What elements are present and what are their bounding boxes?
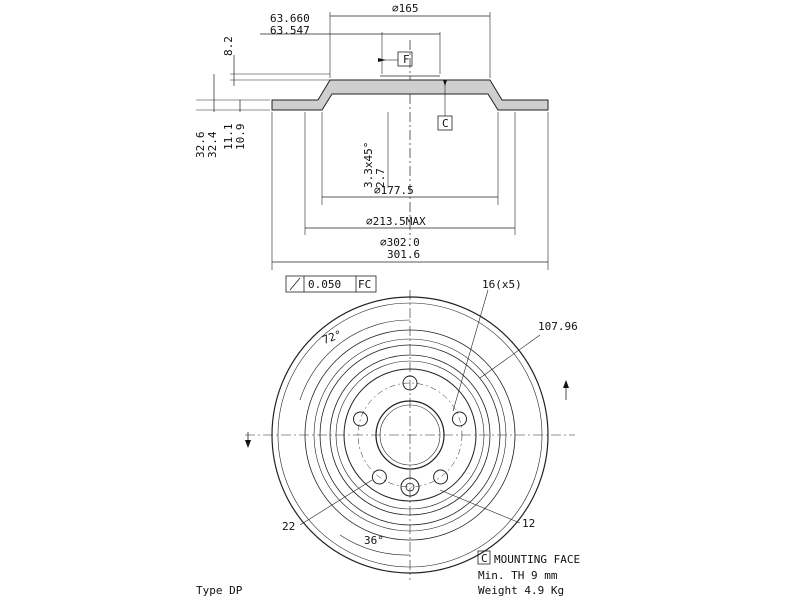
callout-12: 12 <box>522 517 535 530</box>
type-label: Type DP <box>196 584 243 597</box>
datum-c-label: C <box>442 117 449 130</box>
outer-dia-upper: ⌀302.0 <box>380 236 420 249</box>
section-view <box>196 12 549 293</box>
hub-bore-lower: 63.547 <box>270 24 310 37</box>
weight-note: Weight 4.9 Kg <box>478 584 564 597</box>
total-height-lower: 32.4 <box>206 131 219 158</box>
disc-thickness-upper: 11.1 <box>222 124 235 151</box>
total-height-upper: 32.6 <box>194 132 207 159</box>
mounting-face-tag: C <box>481 552 488 565</box>
angle-72-label: 72° <box>321 328 344 347</box>
outer-dia-lower: 301.6 <box>387 248 420 261</box>
hat-height: 8.2 <box>222 36 235 56</box>
disc-thickness-lower: 10.9 <box>234 124 247 151</box>
notes-block: C MOUNTING FACE Min. TH 9 mm Weight 4.9 … <box>196 550 580 597</box>
front-view <box>245 289 575 580</box>
datum-f-label: F <box>403 53 410 66</box>
angle-36-label: 36° <box>364 534 384 547</box>
chamfer-dimension: 3.3x45° <box>362 142 375 188</box>
hat-diameter: ⌀165 <box>392 2 419 15</box>
hub-bore-upper: 63.660 <box>270 12 310 25</box>
friction-inner-dia: ⌀177.5 <box>374 184 414 197</box>
chamfer-lower: 2.7 <box>374 168 387 188</box>
mounting-face-note: MOUNTING FACE <box>494 553 580 566</box>
max-dia: ⌀213.5MAX <box>366 215 426 228</box>
bolt-holes-label: 16(x5) <box>482 278 522 291</box>
runout-datum: FC <box>358 278 371 291</box>
callout-22: 22 <box>282 520 295 533</box>
min-thickness-note: Min. TH 9 mm <box>478 569 558 582</box>
pcd-label: 107.96 <box>538 320 578 333</box>
runout-tolerance: 0.050 <box>308 278 341 291</box>
